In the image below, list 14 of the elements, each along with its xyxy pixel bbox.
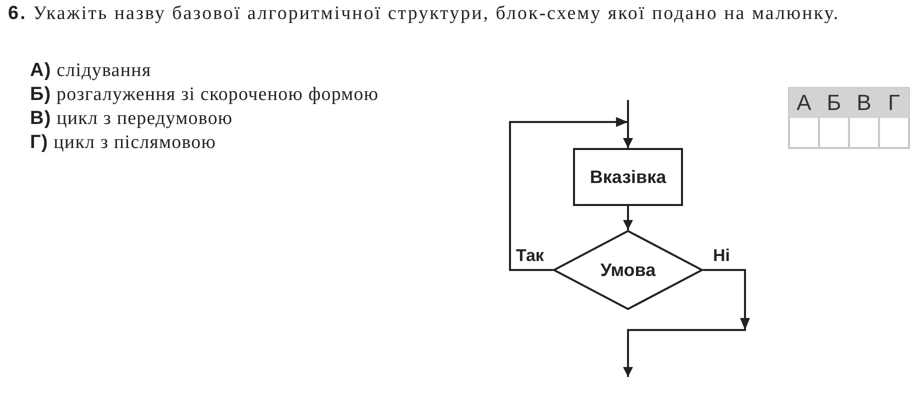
- answer-option: Г) цикл з післямовою: [30, 132, 216, 154]
- process-box: Вказівка: [573, 148, 683, 206]
- question-text: 6. Укажіть назву базової алгоритмічної структури, блок-схему якої подано на малюнку.: [8, 2, 841, 26]
- grid-header: Б: [819, 88, 849, 118]
- arrow: [509, 117, 633, 271]
- grid-header: В: [849, 88, 879, 118]
- grid-header: А: [789, 88, 819, 118]
- answer-option: Б) розгалуження зі скороченою формою: [30, 84, 379, 106]
- grid-header: Г: [879, 88, 909, 118]
- arrow: [623, 206, 633, 230]
- answer-option: В) цикл з передумовою: [30, 108, 233, 130]
- decision-diamond: Умова: [553, 230, 703, 310]
- arrow: [623, 269, 750, 377]
- answer-option: А) слідування: [30, 60, 152, 82]
